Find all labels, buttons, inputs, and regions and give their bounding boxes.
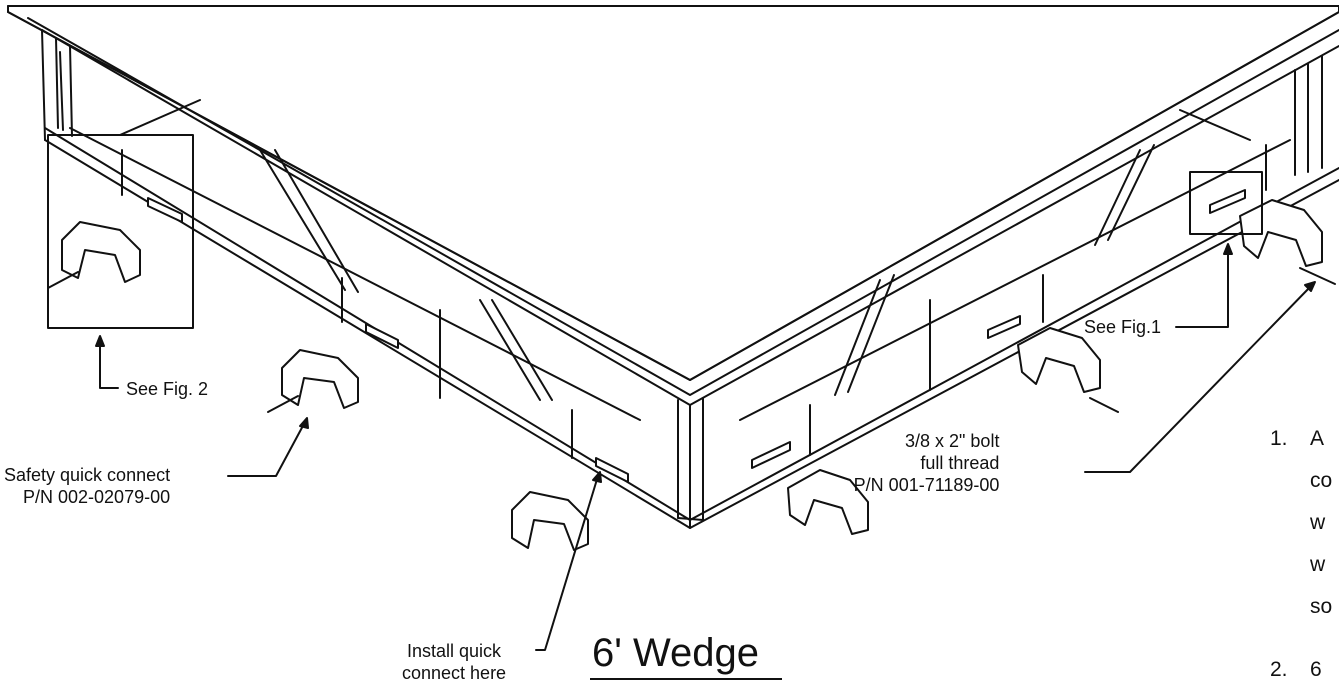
deck-frame <box>7 5 1339 529</box>
safety-line1: Safety quick connect <box>4 465 171 485</box>
fig1-detail-box <box>1189 171 1263 235</box>
note-1-number: 1. <box>1270 427 1288 450</box>
note-1: 1. A <box>1270 424 1324 454</box>
left-posts <box>41 29 73 141</box>
install-line2: connect here <box>402 663 507 683</box>
install-quick-connect-label: Install quick connect here <box>402 640 506 684</box>
note-1-line5: so <box>1310 595 1333 618</box>
see-fig1-label: See Fig.1 <box>1084 317 1162 337</box>
arrow-heads <box>95 243 1316 483</box>
note-1-line2: co <box>1310 469 1333 492</box>
see-fig2-label: See Fig. 2 <box>126 379 209 399</box>
safety-quick-connect-label: Safety quick connect P/N 002-02079-00 <box>4 464 170 508</box>
install-line1: Install quick <box>407 641 502 661</box>
bolt-part-number: P/N 001-71189-00 <box>853 475 1000 495</box>
leg-clamps <box>61 199 1323 551</box>
quick-connect-plates <box>147 189 1246 483</box>
bolts <box>47 144 1336 459</box>
title-underline <box>590 678 782 680</box>
fig2-detail-box <box>47 134 194 329</box>
safety-part-number: P/N 002-02079-00 <box>23 487 171 507</box>
note-2: 2.6 <box>1270 655 1322 685</box>
inner-rails <box>69 127 1291 421</box>
leader-lines <box>99 247 1313 651</box>
note-1-line3: w <box>1310 511 1326 534</box>
bolt-line2: full thread <box>920 453 1000 473</box>
bolt-label: 3/8 x 2" bolt full thread P/N 001-71189-… <box>854 430 1000 496</box>
note-2-line1: 6 <box>1310 658 1322 681</box>
note-2-number: 2. <box>1270 658 1288 681</box>
note-1-line1: A <box>1310 427 1325 450</box>
bolt-line1: 3/8 x 2" bolt <box>905 431 1000 451</box>
truss-braces <box>119 99 1251 401</box>
note-1-line4: w <box>1310 553 1326 576</box>
right-posts <box>1294 55 1323 176</box>
drawing-title: 6' Wedge <box>592 631 760 675</box>
corner-post <box>677 397 704 529</box>
